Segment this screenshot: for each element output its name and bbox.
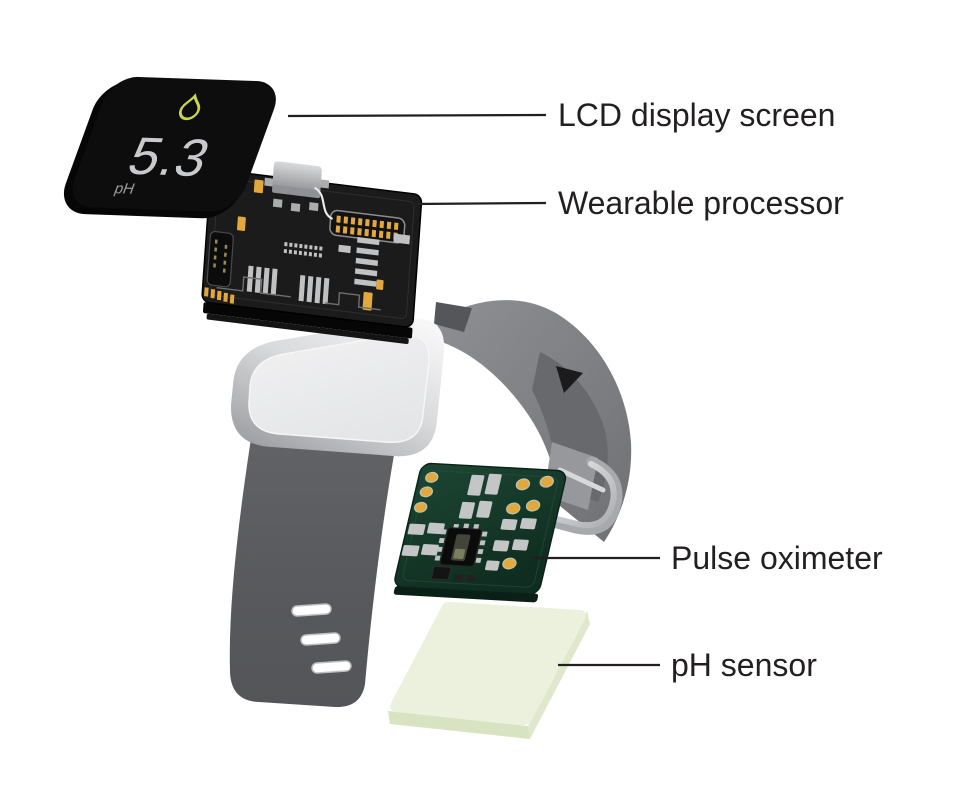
buckle-prong bbox=[557, 467, 606, 493]
label-wearable-processor: Wearable processor bbox=[558, 185, 844, 221]
label-ph-sensor: pH sensor bbox=[671, 647, 817, 683]
watch-glass bbox=[248, 333, 430, 443]
oximeter-chip bbox=[431, 523, 488, 582]
watch-body bbox=[230, 318, 445, 457]
solder-pads bbox=[401, 473, 537, 571]
pcb-traces bbox=[216, 276, 381, 311]
ph-sensor-slab bbox=[388, 601, 590, 739]
chip-components bbox=[246, 233, 411, 305]
pulse-oximeter-board bbox=[393, 462, 567, 603]
lcd-screen: 5.3 pH bbox=[63, 76, 276, 219]
strap-attachment-shadow bbox=[434, 302, 472, 332]
leader-line-processor bbox=[412, 201, 547, 206]
battery-connector bbox=[206, 230, 234, 288]
header-connector bbox=[329, 209, 406, 244]
strap-keeper-notch bbox=[556, 366, 583, 393]
leader-line-lcd bbox=[287, 113, 547, 118]
gold-contact-pads bbox=[414, 471, 554, 570]
leader-lines bbox=[287, 113, 660, 667]
jumper-wire bbox=[313, 186, 334, 220]
usb-connector bbox=[264, 161, 330, 212]
label-pulse-oximeter: Pulse oximeter bbox=[671, 540, 883, 576]
watch-front-strap bbox=[229, 432, 394, 708]
buckle-frame bbox=[546, 461, 617, 529]
processor-board bbox=[201, 161, 423, 345]
labels: LCD display screen Wearable processor Pu… bbox=[558, 97, 883, 683]
ph-sensor-top bbox=[390, 601, 586, 726]
label-lcd-display-screen: LCD display screen bbox=[558, 97, 835, 133]
water-droplet-icon bbox=[178, 93, 201, 121]
gold-pads bbox=[204, 179, 384, 311]
ph-reading-unit: pH bbox=[112, 181, 137, 198]
strap-holes bbox=[291, 603, 352, 674]
